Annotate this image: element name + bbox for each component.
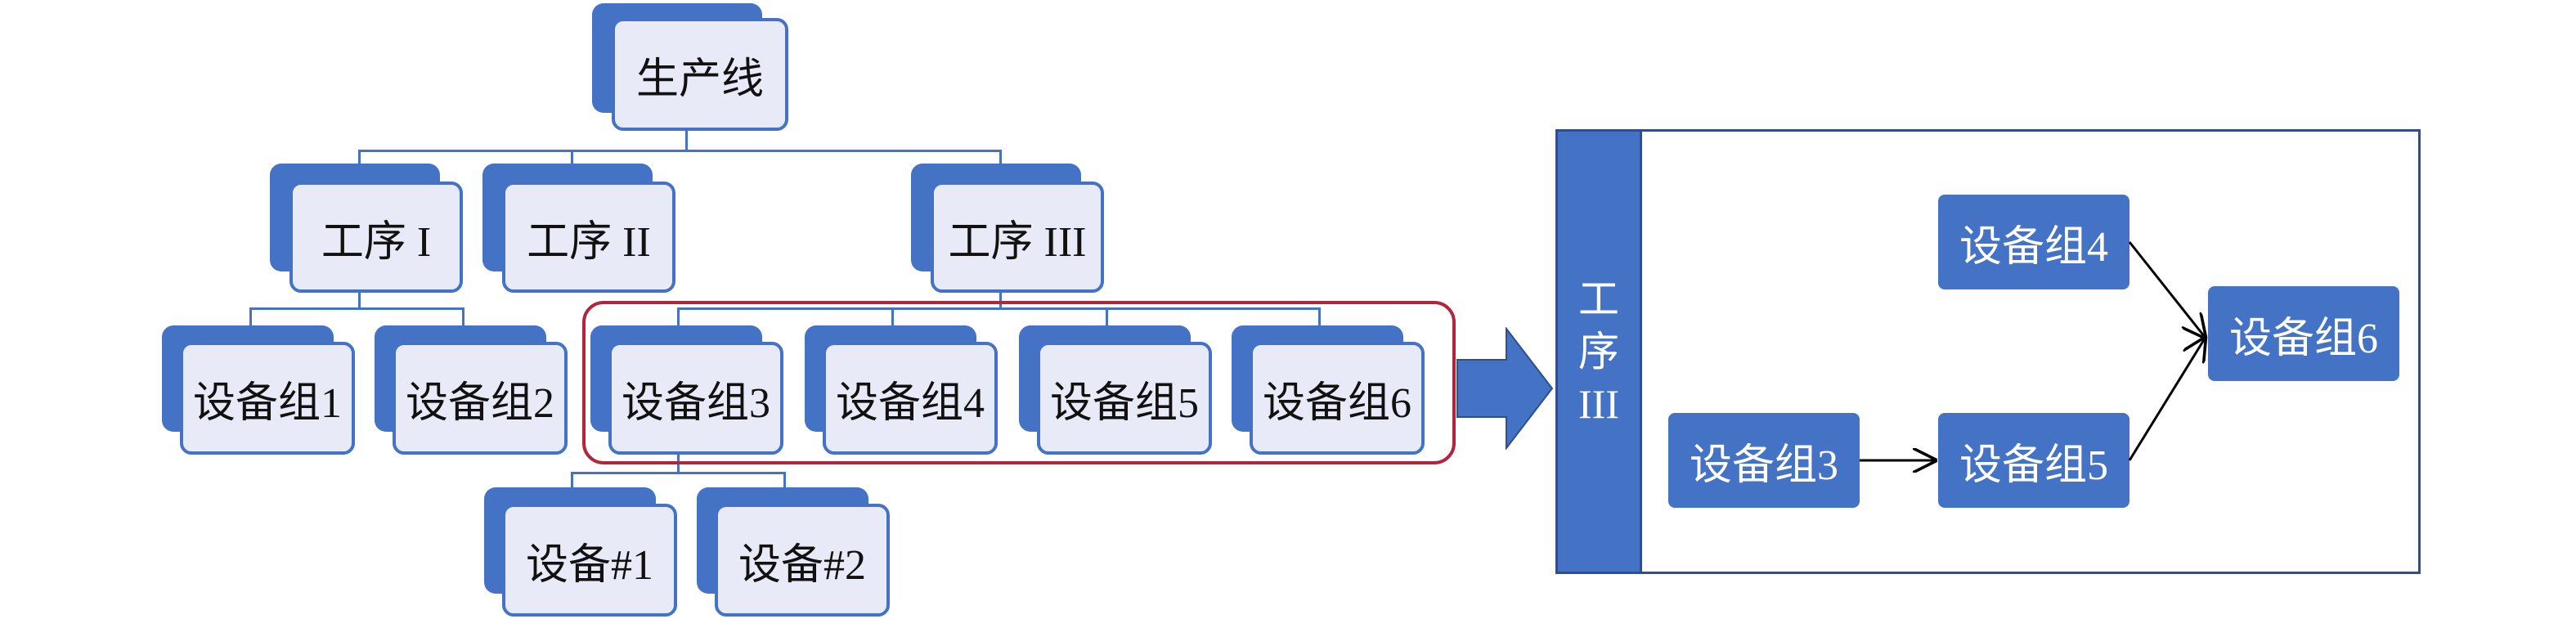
node-group-1: 设备组1 xyxy=(162,325,355,455)
connector-group3-up xyxy=(677,307,680,325)
flow-group-5: 设备组5 xyxy=(1938,413,2129,508)
node-process-2-label: 工序 II xyxy=(502,182,675,293)
connector-group3-bar xyxy=(571,472,785,474)
node-group-2-label: 设备组2 xyxy=(393,342,568,455)
connector-process1-bar xyxy=(249,307,464,310)
node-group-4: 设备组4 xyxy=(805,325,998,455)
node-device-1-label: 设备#1 xyxy=(502,504,677,617)
flow-arrow-4-to-6 xyxy=(2128,241,2205,337)
connector-process1-up xyxy=(358,150,361,174)
connector-device2-up xyxy=(783,472,786,488)
flow-group-6: 设备组6 xyxy=(2208,286,2399,381)
node-group-6-label: 设备组6 xyxy=(1250,342,1425,455)
node-group-4-label: 设备组4 xyxy=(823,342,998,455)
node-group-1-label: 设备组1 xyxy=(180,342,355,455)
process-3-detail-label-line-3: III xyxy=(1578,381,1619,427)
process-3-groups-highlight xyxy=(582,301,1456,464)
node-device-2: 设备#2 xyxy=(697,487,890,617)
connector-group4-up xyxy=(891,307,894,325)
flow-group-4: 设备组4 xyxy=(1938,195,2129,289)
node-group-6: 设备组6 xyxy=(1232,325,1425,455)
node-process-2: 工序 II xyxy=(482,164,675,293)
expand-arrow-icon xyxy=(1456,327,1554,450)
connector-process3-down xyxy=(999,286,1002,308)
node-group-5-label: 设备组5 xyxy=(1037,342,1212,455)
node-device-2-label: 设备#2 xyxy=(715,504,890,617)
connector-device1-up xyxy=(571,472,573,488)
connector-group1-up xyxy=(249,307,252,325)
node-process-3: 工序 III xyxy=(911,164,1104,293)
connector-level1-bar xyxy=(358,150,1001,152)
process-3-detail-label-line-2: 序 xyxy=(1578,329,1619,375)
node-production-line: 生产线 xyxy=(592,3,788,131)
connector-process1-down xyxy=(358,286,361,308)
node-process-1: 工序 I xyxy=(270,164,463,293)
connector-group6-up xyxy=(1318,307,1321,325)
connector-root-down xyxy=(685,123,688,151)
node-process-3-label: 工序 III xyxy=(931,182,1104,293)
node-production-line-label: 生产线 xyxy=(612,18,788,131)
connector-group5-up xyxy=(1106,307,1108,325)
connector-group2-up xyxy=(462,307,464,325)
node-group-2: 设备组2 xyxy=(375,325,568,455)
connector-process3-up xyxy=(999,150,1002,174)
node-device-1: 设备#1 xyxy=(484,487,677,617)
node-process-1-label: 工序 I xyxy=(289,182,463,293)
connector-process3-bar xyxy=(677,307,1320,310)
flow-arrow-5-to-6 xyxy=(2128,339,2205,461)
process-3-detail-label: 工 序 III xyxy=(1555,129,1642,574)
process-3-detail-label-line-1: 工 xyxy=(1578,276,1619,322)
connector-process2-up xyxy=(571,150,573,174)
node-group-3: 设备组3 xyxy=(590,325,783,455)
node-group-5: 设备组5 xyxy=(1019,325,1212,455)
node-group-3-label: 设备组3 xyxy=(608,342,783,455)
flow-group-3: 设备组3 xyxy=(1668,413,1860,508)
